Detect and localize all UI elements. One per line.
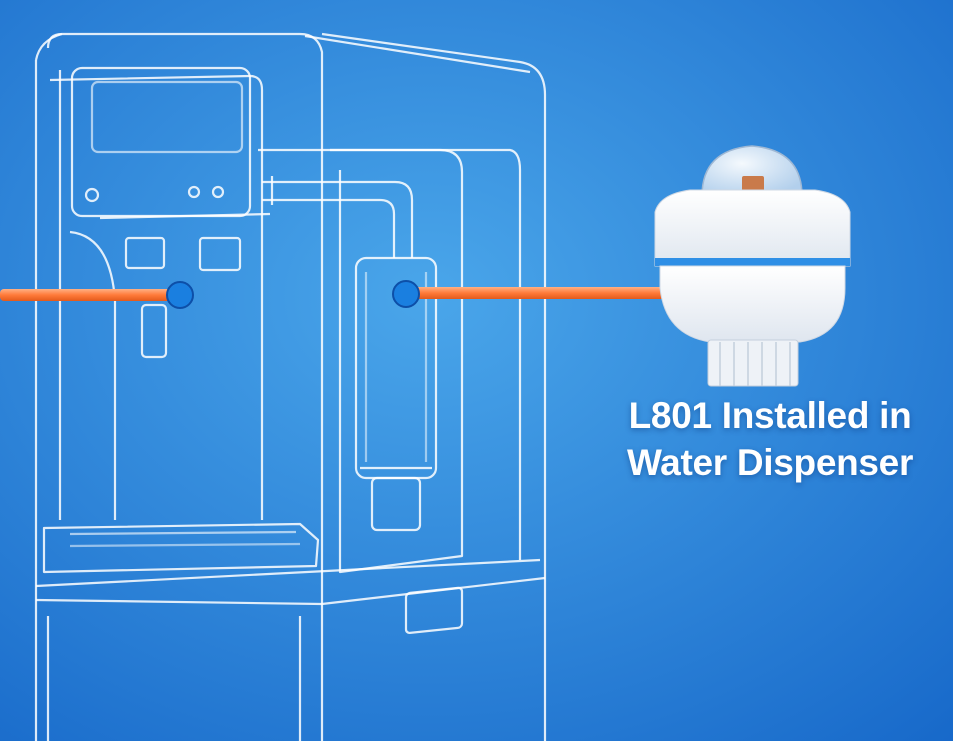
panel-button-left bbox=[84, 187, 100, 203]
connector-left bbox=[166, 281, 194, 309]
sensor-dome bbox=[701, 145, 803, 197]
tap-nozzle bbox=[140, 303, 168, 359]
panel-button-right bbox=[211, 185, 225, 199]
pipe-left bbox=[0, 289, 172, 301]
drip-tray bbox=[42, 522, 320, 574]
tap-left bbox=[124, 236, 166, 270]
caption-line-2: Water Dispenser bbox=[626, 442, 914, 483]
sensor-thread bbox=[707, 339, 799, 387]
water-dispenser-outline bbox=[34, 32, 547, 741]
tap-right bbox=[198, 236, 242, 272]
display-screen bbox=[90, 80, 244, 154]
pipe-right bbox=[414, 287, 674, 299]
filter-cap bbox=[370, 476, 422, 532]
l801-sensor bbox=[654, 145, 851, 387]
cabinet-handle bbox=[404, 586, 464, 635]
sensor-band bbox=[655, 258, 850, 266]
caption-line-1: L801 Installed in bbox=[628, 395, 912, 436]
connector-right bbox=[392, 280, 420, 308]
panel-button-mid bbox=[187, 185, 201, 199]
caption: L801 Installed in Water Dispenser bbox=[600, 392, 940, 486]
